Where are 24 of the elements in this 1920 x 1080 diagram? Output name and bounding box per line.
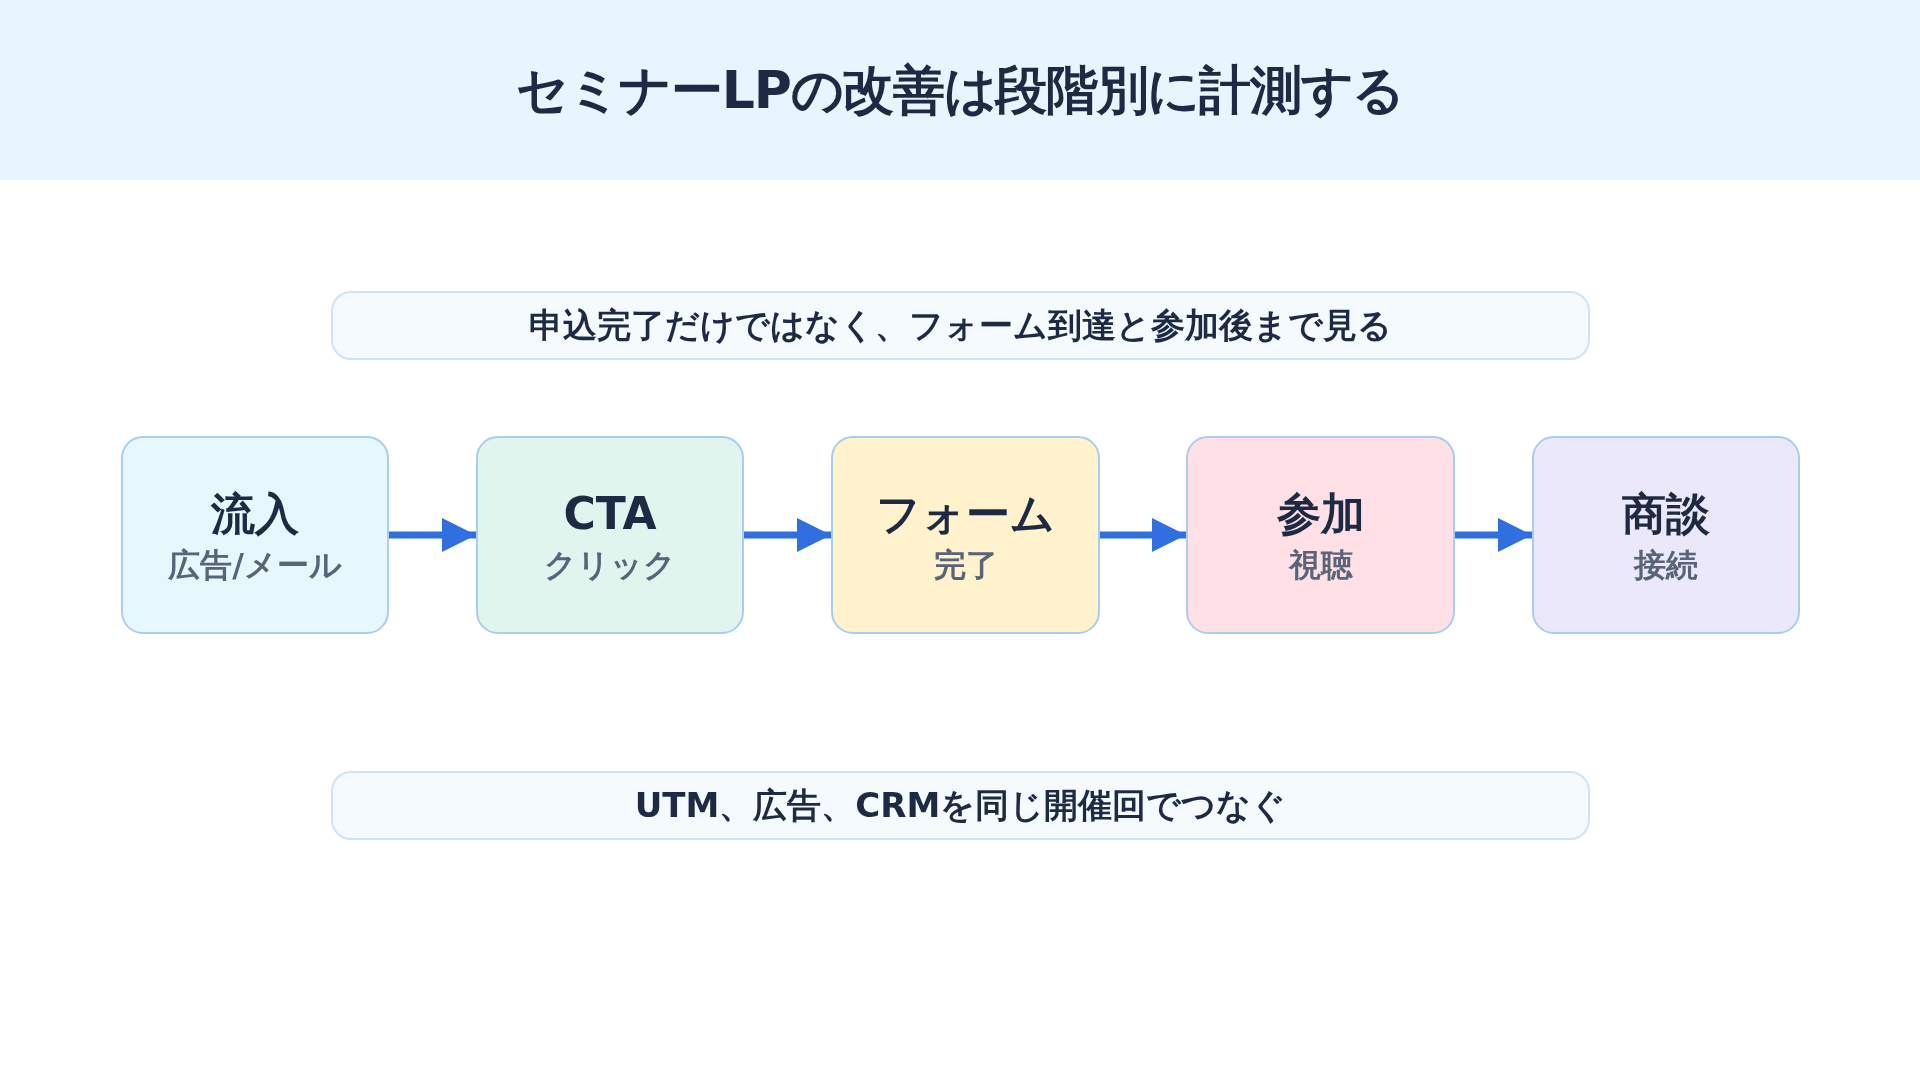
step-subtitle: 広告/メール [168, 544, 342, 585]
note-box [331, 291, 1590, 360]
step-box [121, 436, 389, 634]
step-subtitle: クリック [544, 544, 676, 585]
step-subtitle: 接続 [1634, 544, 1698, 585]
note-box [331, 771, 1590, 840]
step-subtitle: 視聴 [1288, 544, 1353, 585]
step-box [476, 436, 744, 634]
step-subtitle: 完了 [933, 544, 998, 585]
step-box [831, 436, 1100, 634]
step-box [1532, 436, 1800, 634]
arrow [744, 518, 831, 552]
arrow [1455, 518, 1532, 552]
step-title: 参加 [1276, 486, 1365, 541]
note-text: 申込完了だけではなく、フォーム到達と参加後まで見る [529, 304, 1392, 347]
arrow [1100, 518, 1186, 552]
arrow [389, 518, 476, 552]
step-title: CTA [563, 486, 657, 541]
title: セミナーLPの改善は段階別に計測する [516, 59, 1404, 122]
step-title: 商談 [1622, 486, 1710, 541]
step-title: 流入 [211, 486, 299, 541]
step-box [1186, 436, 1455, 634]
step-title: フォーム [876, 486, 1055, 541]
note-text: UTM、広告、CRMを同じ開催回でつなぐ [634, 784, 1287, 827]
